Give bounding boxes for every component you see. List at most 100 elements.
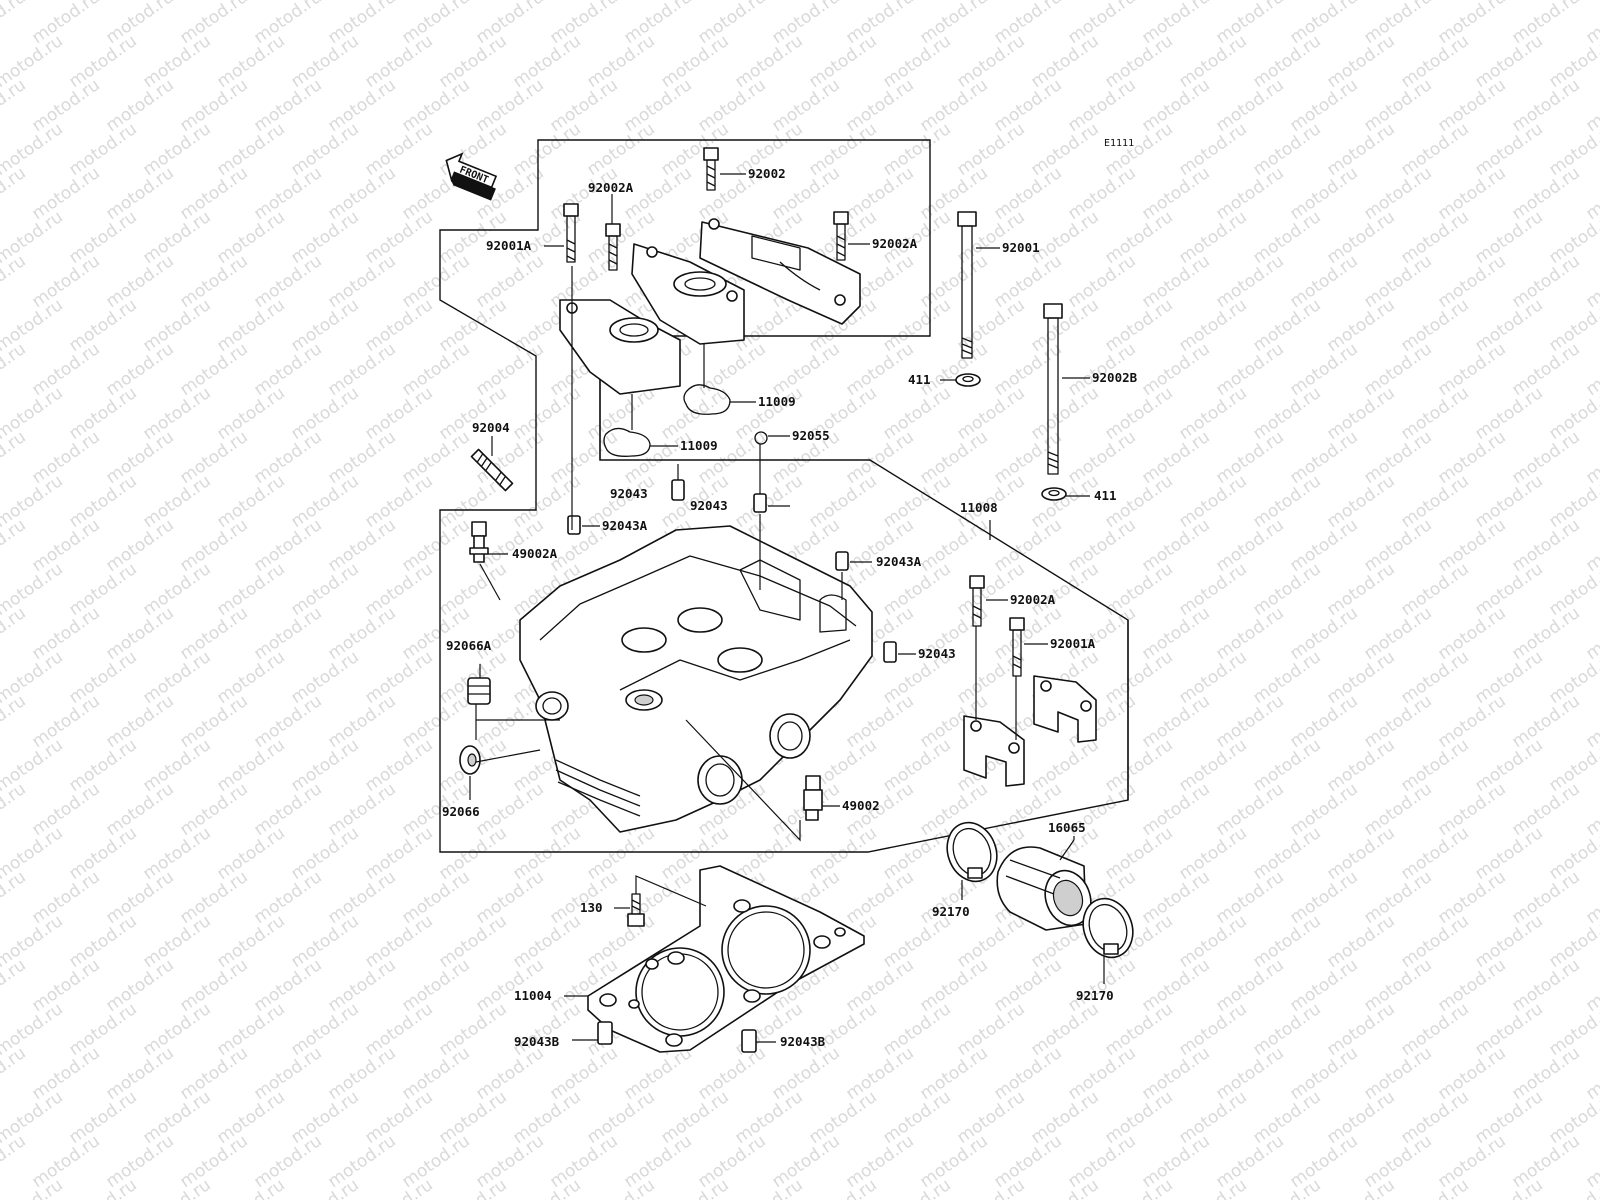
watermark-text: motod.ru xyxy=(1360,251,1435,312)
watermark-text: motod.ru xyxy=(213,31,288,92)
watermark-text: motod.ru xyxy=(953,295,1028,356)
watermark-text: motod.ru xyxy=(731,31,806,92)
watermark-text: motod.ru xyxy=(176,1043,251,1104)
watermark-text: motod.ru xyxy=(1212,1043,1287,1104)
watermark-text: motod.ru xyxy=(990,75,1065,136)
watermark-text: motod.ru xyxy=(1175,999,1250,1060)
watermark-text: motod.ru xyxy=(1434,339,1509,400)
watermark-text: motod.ru xyxy=(1508,339,1583,400)
callout-11008: 11008 xyxy=(960,500,998,515)
watermark-text: motod.ru xyxy=(1508,163,1583,224)
watermark-text: motod.ru xyxy=(139,207,214,268)
callout-11009-b: 11009 xyxy=(680,438,718,453)
watermark-text: motod.ru xyxy=(65,471,140,532)
watermark-text: motod.ru xyxy=(1286,1043,1361,1104)
callout-92002-top: 92002 xyxy=(748,166,786,181)
callout-92004: 92004 xyxy=(472,420,510,435)
watermark-text: motod.ru xyxy=(1175,295,1250,356)
watermark-text: motod.ru xyxy=(472,75,547,136)
watermark-text: motod.ru xyxy=(1175,1087,1250,1148)
watermark-text: motod.ru xyxy=(139,1087,214,1148)
watermark-text: motod.ru xyxy=(1323,471,1398,532)
watermark-text: motod.ru xyxy=(1138,779,1213,840)
watermark-text: motod.ru xyxy=(1508,427,1583,488)
watermark-text: motod.ru xyxy=(694,427,769,488)
callout-92043A-a: 92043A xyxy=(602,518,648,533)
watermark-text: motod.ru xyxy=(731,1175,806,1200)
watermark-text: motod.ru xyxy=(1101,119,1176,180)
watermark-text: motod.ru xyxy=(1138,1043,1213,1104)
watermark-text: motod.ru xyxy=(879,295,954,356)
gasket-11009-upper xyxy=(683,384,731,415)
watermark-text: motod.ru xyxy=(1471,1087,1546,1148)
camshaft-cap-lower-a xyxy=(963,715,1025,787)
callout-92002A-mid: 92002A xyxy=(1010,592,1056,607)
watermark-text: motod.ru xyxy=(102,163,177,224)
watermark-text: motod.ru xyxy=(398,75,473,136)
watermark-text: motod.ru xyxy=(1212,427,1287,488)
watermark-text: motod.ru xyxy=(324,955,399,1016)
watermark-text: motod.ru xyxy=(1471,823,1546,884)
callout-92043B-b: 92043B xyxy=(780,1034,826,1049)
watermark-text: motod.ru xyxy=(842,427,917,488)
watermark-text: motod.ru xyxy=(1249,823,1324,884)
watermark-text: motod.ru xyxy=(176,163,251,224)
watermark-text: motod.ru xyxy=(213,559,288,620)
watermark-text: motod.ru xyxy=(1434,1043,1509,1104)
watermark-text: motod.ru xyxy=(65,383,140,444)
watermark-text: motod.ru xyxy=(0,779,30,840)
cylinder-head xyxy=(519,525,873,833)
watermark-text: motod.ru xyxy=(435,1175,510,1200)
watermark-text: motod.ru xyxy=(287,119,362,180)
watermark-text: motod.ru xyxy=(1323,911,1398,972)
watermark-text: motod.ru xyxy=(1175,471,1250,532)
watermark-text: motod.ru xyxy=(805,1175,880,1200)
watermark-text: motod.ru xyxy=(583,1087,658,1148)
watermark-text: motod.ru xyxy=(1212,163,1287,224)
watermark-text: motod.ru xyxy=(1175,119,1250,180)
watermark-text: motod.ru xyxy=(1249,31,1324,92)
watermark-text: motod.ru xyxy=(1027,735,1102,796)
watermark-text: motod.ru xyxy=(1175,647,1250,708)
watermark-text: motod.ru xyxy=(879,383,954,444)
watermark-text: motod.ru xyxy=(731,471,806,532)
watermark-text: motod.ru xyxy=(509,1175,584,1200)
watermark-text: motod.ru xyxy=(1286,251,1361,312)
watermark-text: motod.ru xyxy=(139,911,214,972)
bolt-92002-top xyxy=(703,147,719,191)
watermark-text: motod.ru xyxy=(1360,427,1435,488)
watermark-text: motod.ru xyxy=(879,823,954,884)
watermark-text: motod.ru xyxy=(731,1087,806,1148)
watermark-text: motod.ru xyxy=(213,295,288,356)
watermark-text: motod.ru xyxy=(657,31,732,92)
watermark-text: motod.ru xyxy=(1101,295,1176,356)
watermark-text: motod.ru xyxy=(324,75,399,136)
watermark-text: motod.ru xyxy=(1138,603,1213,664)
watermark-text: motod.ru xyxy=(546,75,621,136)
watermark-text: motod.ru xyxy=(879,1175,954,1200)
watermark-text: motod.ru xyxy=(1249,471,1324,532)
watermark-text: motod.ru xyxy=(28,339,103,400)
watermark-text: motod.ru xyxy=(509,119,584,180)
watermark-text: motod.ru xyxy=(916,515,991,576)
watermark-text: motod.ru xyxy=(805,471,880,532)
watermark-text: motod.ru xyxy=(1027,295,1102,356)
watermark-text: motod.ru xyxy=(953,31,1028,92)
watermark-text: motod.ru xyxy=(176,427,251,488)
watermark-text: motod.ru xyxy=(916,955,991,1016)
watermark-text: motod.ru xyxy=(953,383,1028,444)
watermark-text: motod.ru xyxy=(213,1175,288,1200)
watermark-text: motod.ru xyxy=(139,1175,214,1200)
callout-92043-a: 92043 xyxy=(610,486,648,501)
watermark-text: motod.ru xyxy=(1397,647,1472,708)
watermark-text: motod.ru xyxy=(139,735,214,796)
watermark-text: motod.ru xyxy=(1027,383,1102,444)
watermark-text: motod.ru xyxy=(1434,691,1509,752)
watermark-text: motod.ru xyxy=(176,251,251,312)
watermark-text: motod.ru xyxy=(213,735,288,796)
watermark-text: motod.ru xyxy=(1434,603,1509,664)
watermark-text: motod.ru xyxy=(361,295,436,356)
watermark-text: motod.ru xyxy=(879,1087,954,1148)
watermark-text: motod.ru xyxy=(1323,1087,1398,1148)
watermark-text: motod.ru xyxy=(1138,691,1213,752)
